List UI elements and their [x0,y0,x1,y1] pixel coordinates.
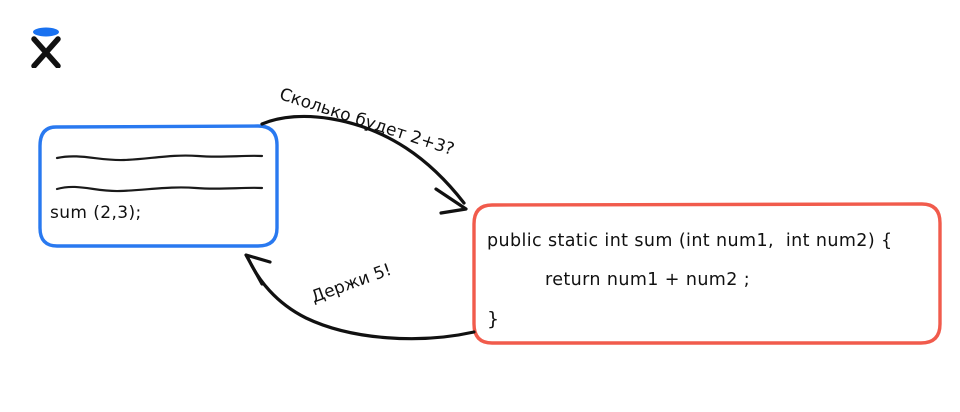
placeholder-line [55,185,264,193]
logo-svg [31,27,61,69]
method-closing-brace: } [487,308,500,330]
excalidraw-logo[interactable] [28,22,64,69]
call-arrow-head [434,187,468,215]
method-signature: public static int sum (int num1, int num… [487,231,893,251]
call-arrow-path [260,114,466,205]
return-arrow-head [244,253,272,286]
method-body: return num1 + num2 ; [545,270,751,290]
diamond-icon [33,27,59,37]
placeholder-line [55,154,264,162]
method-box[interactable] [472,202,942,345]
caller-code-line: sum (2,3); [50,203,142,223]
x-letter-icon [31,36,61,69]
